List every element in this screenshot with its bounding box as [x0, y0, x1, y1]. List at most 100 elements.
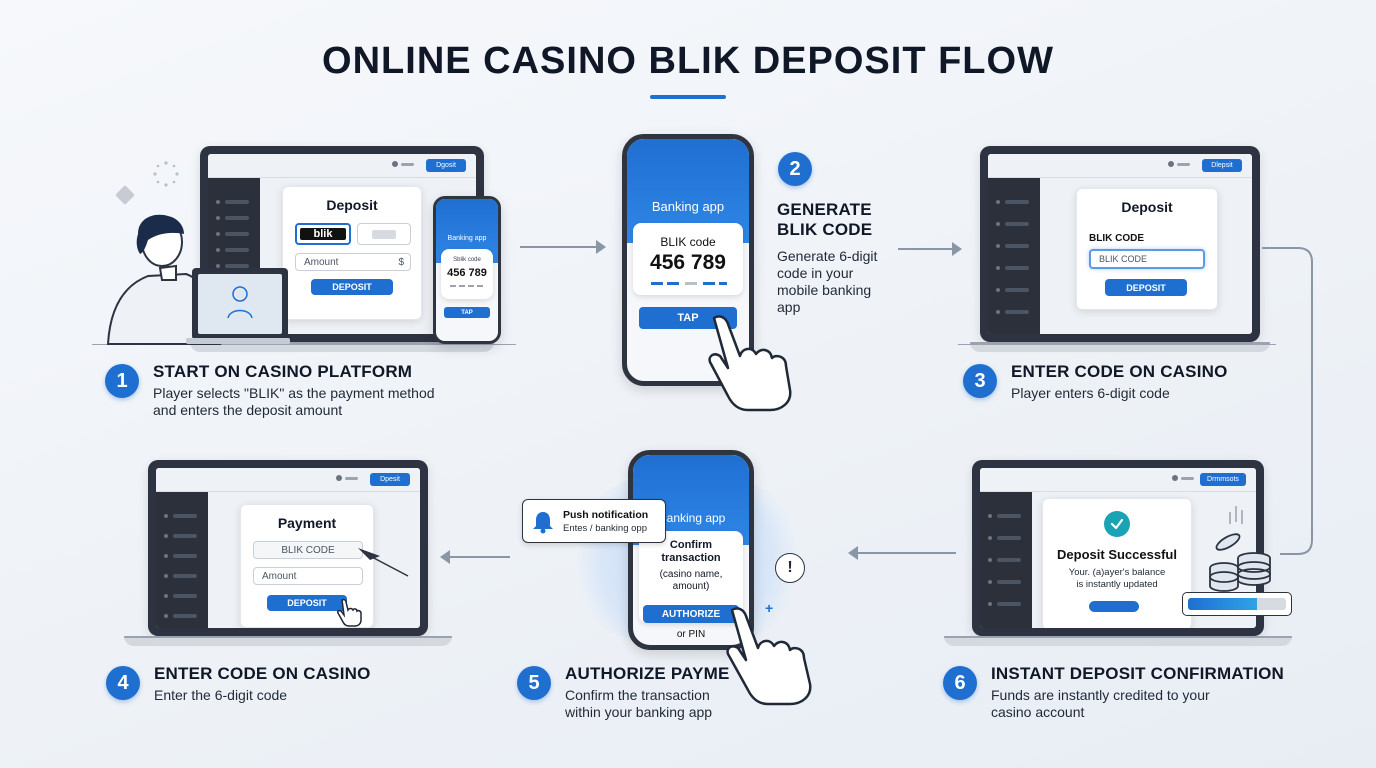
casino-laptop-step4: Dpesit Payment BLIK CODE Amount DEPOSIT: [148, 460, 428, 636]
or-pin-label: or PIN: [676, 629, 706, 640]
step-2-desc-line3: mobile banking: [777, 282, 872, 298]
phone-app-title: Banking app: [447, 235, 487, 242]
amount-placeholder: Amount: [262, 570, 297, 582]
check-circle-icon: [1104, 511, 1130, 537]
coin-stack-icon: [1209, 506, 1271, 592]
arrow-right-icon: [596, 240, 606, 254]
authorize-button[interactable]: AUTHORIZE: [643, 605, 739, 623]
payment-card: Payment BLIK CODE Amount DEPOSIT: [240, 504, 374, 628]
blik-code-placeholder: BLIK CODE: [281, 544, 335, 556]
blik-code-label: BLIK code: [660, 235, 716, 249]
plus-icon: +: [765, 600, 774, 616]
user-icon: [336, 475, 358, 483]
step-3-badge: 3: [963, 364, 997, 398]
casino-topbar: Dgosit: [208, 154, 476, 178]
tap-button[interactable]: TAP: [639, 307, 737, 329]
blik-code-card: BLIK code 456 789: [633, 223, 743, 295]
page-title: ONLINE CASINO BLIK DEPOSIT FLOW: [322, 40, 1054, 82]
casino-sidebar: [988, 178, 1040, 334]
pointing-hand-icon: [726, 607, 812, 706]
bell-icon: [533, 512, 553, 534]
step-2-desc-line4: app: [777, 299, 801, 315]
deposit-card-title: Deposit: [1121, 199, 1173, 215]
flow-arrow-5-4: [450, 556, 510, 558]
laptop-base: [124, 636, 452, 646]
deposit-button[interactable]: DEPOSIT: [311, 279, 393, 295]
user-icon: [1168, 161, 1190, 169]
cursor-arrow-icon: [358, 548, 409, 577]
blik-logo: blik: [300, 228, 346, 240]
step-1-desc-line1: Player selects "BLIK" as the payment met…: [153, 385, 435, 401]
step-3-desc-line1: Player enters 6-digit code: [1011, 385, 1170, 401]
pointing-hand-icon: [337, 598, 362, 627]
topbar-deposit-button[interactable]: Dpesit: [370, 473, 410, 486]
step-6-desc-line2: casino account: [991, 704, 1085, 720]
continue-button[interactable]: [1089, 601, 1139, 612]
banking-phone-step5: anking app Confirm transaction (casino n…: [628, 450, 754, 650]
user-icon: [392, 161, 414, 169]
blik-code-value: 456 789: [447, 267, 487, 279]
other-payment-option[interactable]: [357, 223, 411, 245]
banking-phone-step1: Banking app Sblik code 456 789 TAP: [433, 196, 501, 344]
casino-topbar: Dpesit: [156, 468, 420, 492]
confirm-detail-line1: (casino name,: [659, 569, 723, 580]
deposit-button[interactable]: DEPOSIT: [267, 595, 347, 611]
notification-title: Push notification: [563, 509, 649, 521]
balance-progress-bar: [1182, 592, 1292, 616]
notification-body: Entes / banking opp: [563, 523, 647, 534]
step-2-title-line2: BLIK CODE: [777, 220, 873, 239]
step-1-title: START ON CASINO PLATFORM: [153, 362, 413, 381]
deposit-button[interactable]: DEPOSIT: [1105, 279, 1187, 296]
topbar-deposit-button[interactable]: Drmmsots: [1200, 473, 1246, 486]
step-5-title: AUTHORIZE PAYME: [565, 664, 730, 683]
casino-laptop-step6: Drmmsots Deposit Successful Your. (a)aye…: [972, 460, 1264, 636]
confirm-title-line2: transaction: [661, 552, 721, 564]
arrow-left-icon: [848, 546, 858, 560]
alert-icon: !: [775, 553, 805, 583]
blik-payment-option[interactable]: blik: [295, 223, 351, 245]
step-4-badge: 4: [106, 666, 140, 700]
title-underline: [650, 95, 726, 99]
step-2-badge: 2: [778, 152, 812, 186]
success-title: Deposit Successful: [1057, 547, 1177, 562]
flow-arrow-2-3: [898, 248, 956, 250]
sparkle-dots-icon: [153, 161, 179, 187]
balance-progress-fill: [1188, 598, 1257, 610]
success-card: Deposit Successful Your. (a)ayer's balan…: [1042, 498, 1192, 628]
phone-app-title: anking app: [666, 511, 726, 525]
step-1-desc-line2: and enters the deposit amount: [153, 402, 343, 418]
arrow-left-icon: [440, 550, 450, 564]
casino-laptop-step3: Dlepsit Deposit BLIK CODE BLIK CODE DEPO…: [980, 146, 1260, 342]
step-5-badge: 5: [517, 666, 551, 700]
blik-code-label: Sblik code: [453, 257, 481, 263]
blik-code-placeholder: BLIK CODE: [1099, 254, 1148, 264]
laptop-base: [944, 636, 1292, 646]
laptop-base: [190, 342, 494, 352]
diamond-icon: [115, 185, 135, 205]
pointing-hand-icon: [708, 315, 792, 412]
blik-code-input[interactable]: BLIK CODE: [1089, 249, 1205, 269]
topbar-deposit-button[interactable]: Dgosit: [426, 159, 466, 172]
step-2-title-line1: GENERATE: [777, 200, 872, 219]
step-2-desc-line1: Generate 6-digit: [777, 248, 878, 264]
blik-code-input[interactable]: BLIK CODE: [253, 541, 363, 559]
success-body-line2: is instantly updated: [1076, 579, 1158, 590]
success-body-line1: Your. (a)ayer's balance: [1068, 567, 1166, 578]
amount-placeholder: Amount: [304, 256, 339, 268]
step-1-badge: 1: [105, 364, 139, 398]
laptop-base: [970, 342, 1270, 352]
tap-button[interactable]: TAP: [444, 307, 490, 318]
flow-arrow-1-2: [520, 246, 600, 248]
deposit-card: Deposit blik Amount $ DEPOSIT: [282, 186, 422, 320]
amount-field[interactable]: Amount $: [295, 253, 411, 271]
step-2-desc-line2: code in your: [777, 265, 854, 281]
step-6-title: INSTANT DEPOSIT CONFIRMATION: [991, 664, 1285, 683]
user-icon: [1172, 475, 1194, 483]
step-6-desc-line1: Funds are instantly credited to your: [991, 687, 1210, 703]
confirm-title-line1: Confirm: [669, 539, 713, 551]
topbar-deposit-button[interactable]: Dlepsit: [1202, 159, 1242, 172]
arrow-right-icon: [952, 242, 962, 256]
push-notification[interactable]: Push notification Entes / banking opp: [522, 499, 666, 543]
casino-topbar: Dlepsit: [988, 154, 1252, 178]
amount-field[interactable]: Amount: [253, 567, 363, 585]
